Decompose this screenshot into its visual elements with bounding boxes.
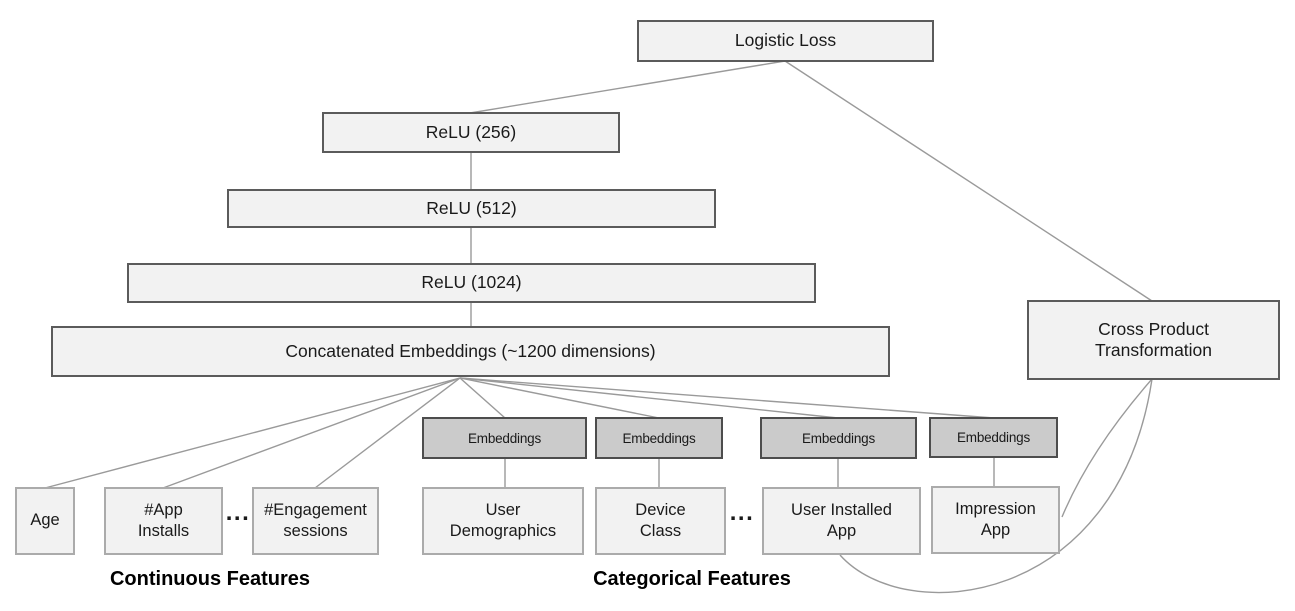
categorical-ellipsis: ...: [725, 498, 759, 528]
node-cross-product-transformation-label: Cross Product Transformation: [1094, 318, 1213, 360]
edge-concat-emb1: [459, 377, 506, 419]
edge-loss-to-relu256: [469, 60, 786, 114]
edge-cross-product-user-installed-app-curve: [839, 378, 1153, 594]
feature-label: Age: [30, 511, 60, 530]
feature-label: #Engagement sessions: [264, 500, 367, 540]
edge-concat-age: [44, 377, 461, 489]
node-embeddings-device-class: Embeddings: [595, 417, 723, 459]
node-relu-1024-label: ReLU (1024): [421, 272, 522, 293]
categorical-features-label: Categorical Features: [593, 568, 791, 590]
node-feature-app-installs: #App Installs: [104, 487, 223, 555]
edge-cross-product-impression-app-curve: [1061, 378, 1153, 518]
node-feature-device-class: Device Class: [595, 487, 726, 555]
embeddings-label: Embeddings: [467, 430, 542, 446]
edge-loss-to-cross-product: [784, 60, 1153, 302]
node-feature-age: Age: [15, 487, 75, 555]
node-feature-user-demographics: User Demographics: [422, 487, 584, 555]
feature-label: User Demographics: [449, 500, 557, 540]
node-feature-impression-app: Impression App: [931, 486, 1060, 554]
node-relu-512: ReLU (512): [227, 189, 716, 228]
node-feature-user-installed-app: User Installed App: [762, 487, 921, 555]
edge-concat-emb2: [459, 377, 660, 419]
ellipsis-text: ...: [729, 499, 755, 526]
feature-label: User Installed App: [791, 500, 892, 540]
node-relu-256: ReLU (256): [322, 112, 620, 153]
feature-label: Impression App: [955, 499, 1036, 539]
embeddings-label: Embeddings: [622, 430, 696, 446]
embeddings-label: Embeddings: [956, 430, 1031, 445]
node-embeddings-user-demographics: Embeddings: [422, 417, 587, 459]
node-embeddings-user-installed-app: Embeddings: [760, 417, 917, 459]
edge-concat-engagement: [314, 377, 461, 489]
node-concatenated-embeddings-label: Concatenated Embeddings (~1200 dimension…: [285, 340, 656, 361]
node-feature-engagement-sessions: #Engagement sessions: [252, 487, 379, 555]
node-logistic-loss: Logistic Loss: [637, 20, 934, 62]
node-relu-1024: ReLU (1024): [127, 263, 816, 303]
node-cross-product-transformation: Cross Product Transformation: [1027, 300, 1280, 380]
node-concatenated-embeddings: Concatenated Embeddings (~1200 dimension…: [51, 326, 890, 377]
feature-label: Device Class: [635, 500, 686, 540]
edge-concat-emb3: [459, 377, 839, 419]
node-embeddings-impression-app: Embeddings: [929, 417, 1058, 458]
ellipsis-text: ...: [225, 499, 251, 526]
embeddings-label: Embeddings: [801, 430, 876, 446]
feature-label: #App Installs: [137, 500, 190, 540]
node-relu-256-label: ReLU (256): [425, 121, 517, 142]
edge-concat-app-installs: [162, 377, 461, 489]
node-relu-512-label: ReLU (512): [426, 197, 517, 218]
edge-concat-emb4: [459, 377, 995, 419]
continuous-ellipsis: ...: [221, 498, 255, 528]
node-logistic-loss-label: Logistic Loss: [734, 30, 837, 51]
continuous-features-label: Continuous Features: [109, 568, 310, 590]
